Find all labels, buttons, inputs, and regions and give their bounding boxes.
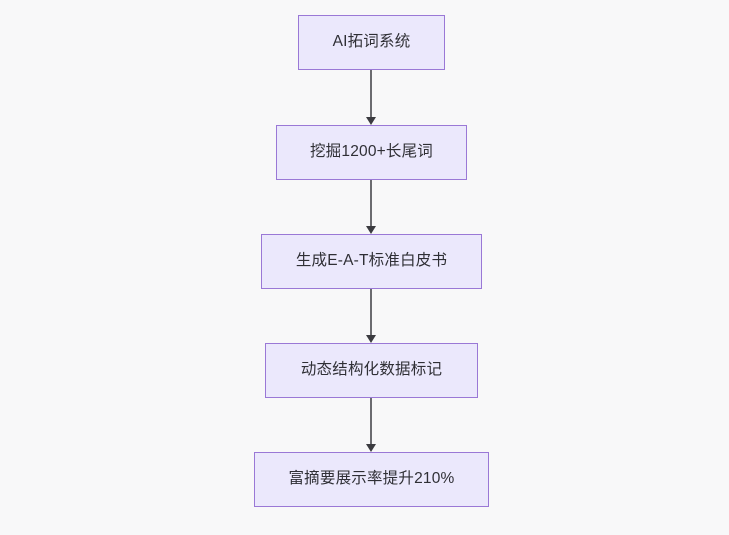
flow-node-label: 动态结构化数据标记: [300, 361, 443, 379]
arrowhead-icon: [365, 117, 376, 125]
flow-node-dynamic-structured-data[interactable]: 动态结构化数据标记: [265, 343, 478, 398]
connector-shaft: [369, 180, 373, 227]
flow-node-generate-eat-whitepaper[interactable]: 生成E-A-T标准白皮书: [261, 234, 482, 289]
flow-node-rich-snippet-rate[interactable]: 富摘要展示率提升210%: [254, 452, 489, 507]
flow-node-ai-keyword-system[interactable]: AI拓词系统: [298, 15, 445, 70]
arrowhead-icon: [365, 444, 376, 452]
arrowhead-icon: [365, 335, 376, 343]
flow-node-label: 挖掘1200+长尾词: [309, 143, 434, 161]
flow-node-mine-longtail-keywords[interactable]: 挖掘1200+长尾词: [276, 125, 467, 180]
connector-shaft: [369, 289, 373, 336]
flow-node-label: 富摘要展示率提升210%: [288, 470, 455, 488]
flow-node-label: 生成E-A-T标准白皮书: [295, 252, 448, 270]
arrowhead-icon: [365, 226, 376, 234]
connector-shaft: [369, 398, 373, 445]
connector-shaft: [369, 70, 373, 118]
flow-node-label: AI拓词系统: [332, 33, 411, 51]
